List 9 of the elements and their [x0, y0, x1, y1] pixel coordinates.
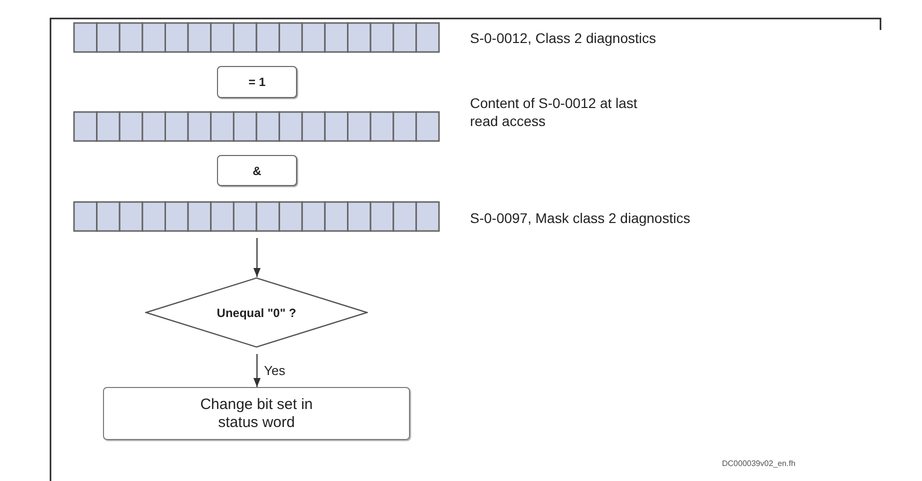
- operator-box: &: [217, 155, 297, 186]
- process-text: Change bit set in status word: [199, 396, 314, 432]
- register-caption: S-0-0012, Class 2 diagnostics: [470, 29, 657, 47]
- register-caption: Content of S-0-0012 at last read access: [470, 94, 638, 130]
- register-caption: S-0-0097, Mask class 2 diagnostics: [470, 209, 692, 227]
- operator-box: = 1: [217, 66, 297, 98]
- file-name-note: DC000039v02_en.fh: [722, 458, 796, 470]
- process-box: [103, 387, 410, 440]
- decision-text: Unequal "0" ?: [216, 304, 296, 322]
